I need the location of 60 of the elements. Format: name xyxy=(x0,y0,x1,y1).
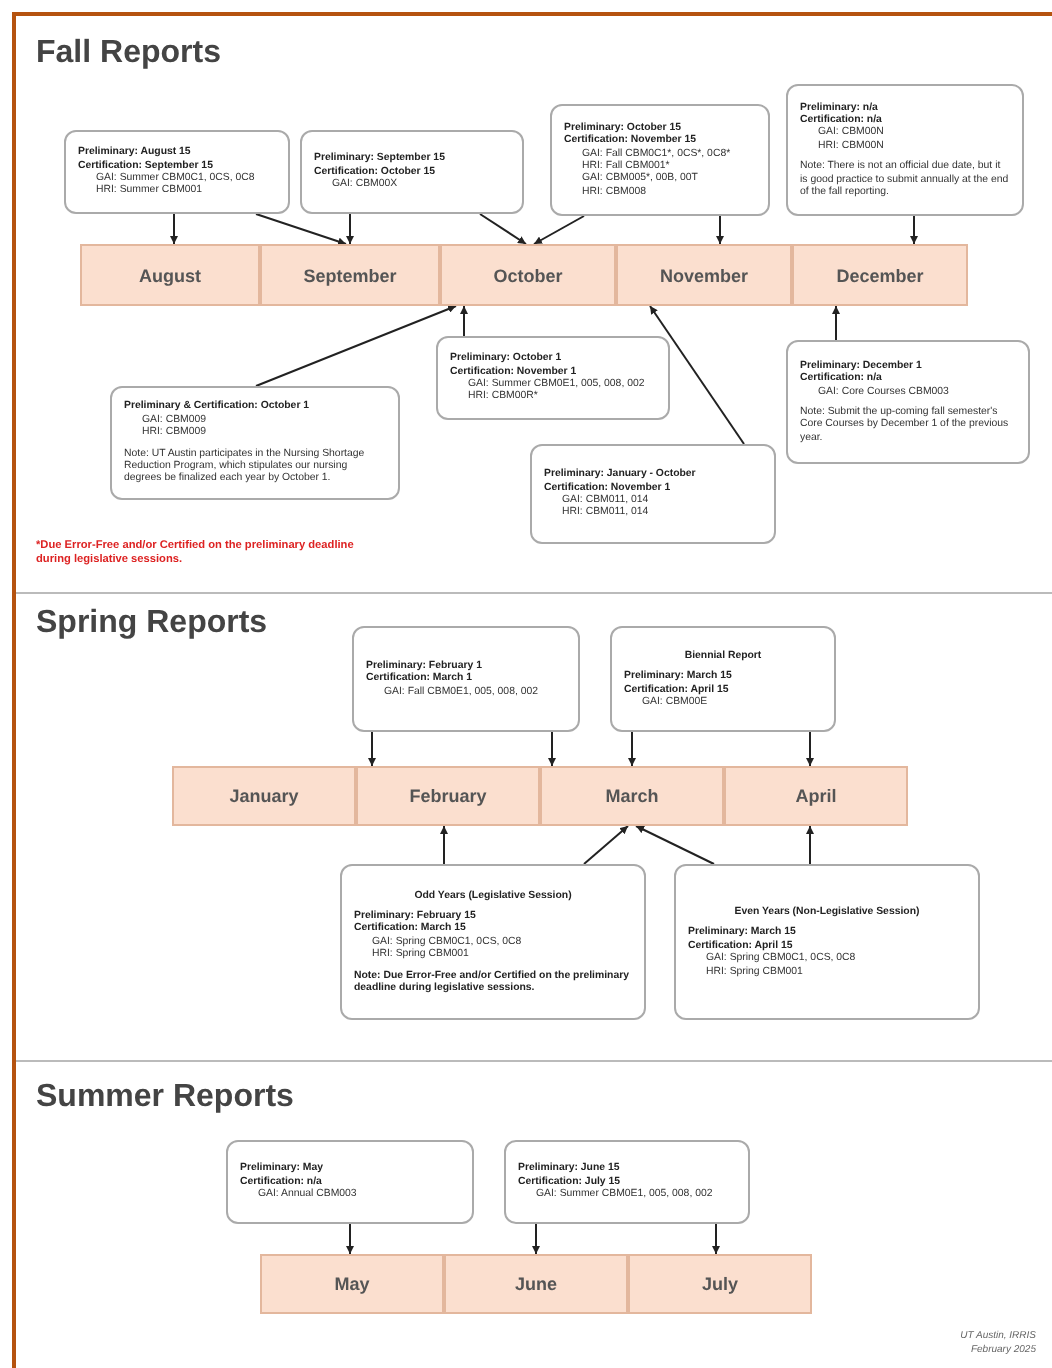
arrow xyxy=(583,825,629,865)
arrow xyxy=(368,731,376,767)
arrow xyxy=(346,213,354,245)
month-label: April xyxy=(795,786,837,806)
month-cell xyxy=(724,766,908,826)
month-label: February xyxy=(409,786,487,806)
arrow xyxy=(806,825,814,865)
month-label: October xyxy=(493,265,563,285)
month-label: November xyxy=(659,265,748,285)
callout-box xyxy=(504,1140,750,1224)
callout-box xyxy=(110,386,400,500)
callout-box xyxy=(786,340,1030,464)
month-cell xyxy=(792,244,968,306)
month-label: March xyxy=(605,786,659,806)
month-cell xyxy=(172,766,356,826)
arrow xyxy=(832,305,840,341)
month-label: December xyxy=(836,265,924,285)
callout-box xyxy=(610,626,836,732)
arrow xyxy=(440,825,448,865)
arrow xyxy=(532,1223,540,1255)
month-label: May xyxy=(334,1274,370,1294)
month-label: August xyxy=(139,265,201,285)
arrow xyxy=(170,213,178,245)
month-cell xyxy=(444,1254,628,1314)
month-cell xyxy=(260,1254,444,1314)
month-cell xyxy=(356,766,540,826)
callout-box xyxy=(550,104,770,216)
month-cell xyxy=(540,766,724,826)
arrow xyxy=(628,731,636,767)
arrow xyxy=(806,731,814,767)
month-label: September xyxy=(303,265,397,285)
month-cell xyxy=(440,244,616,306)
section-title: Spring Reports xyxy=(36,606,268,642)
month-label: January xyxy=(229,786,299,806)
callout-box xyxy=(340,864,646,1020)
month-cell xyxy=(260,244,440,306)
callout-box xyxy=(226,1140,474,1224)
callout-box xyxy=(674,864,980,1020)
section-title: Summer Reports xyxy=(36,1080,294,1116)
arrow xyxy=(712,1223,720,1255)
month-label: July xyxy=(701,1274,738,1294)
month-cell xyxy=(628,1254,812,1314)
month-label: June xyxy=(514,1274,557,1294)
callout-box xyxy=(436,336,670,420)
arrow xyxy=(346,1223,354,1255)
section-title: Fall Reports xyxy=(36,36,221,72)
arrow xyxy=(255,305,457,387)
callout-box xyxy=(786,84,1024,216)
arrow xyxy=(649,305,745,445)
arrow xyxy=(716,215,724,245)
callout-box xyxy=(352,626,580,732)
arrow xyxy=(635,825,715,865)
callout-box xyxy=(300,130,524,214)
month-cell xyxy=(80,244,260,306)
callout-box xyxy=(530,444,776,544)
arrow xyxy=(460,305,468,337)
callout-box xyxy=(64,130,290,214)
arrow xyxy=(548,731,556,767)
arrow xyxy=(910,215,918,245)
month-cell xyxy=(616,244,792,306)
